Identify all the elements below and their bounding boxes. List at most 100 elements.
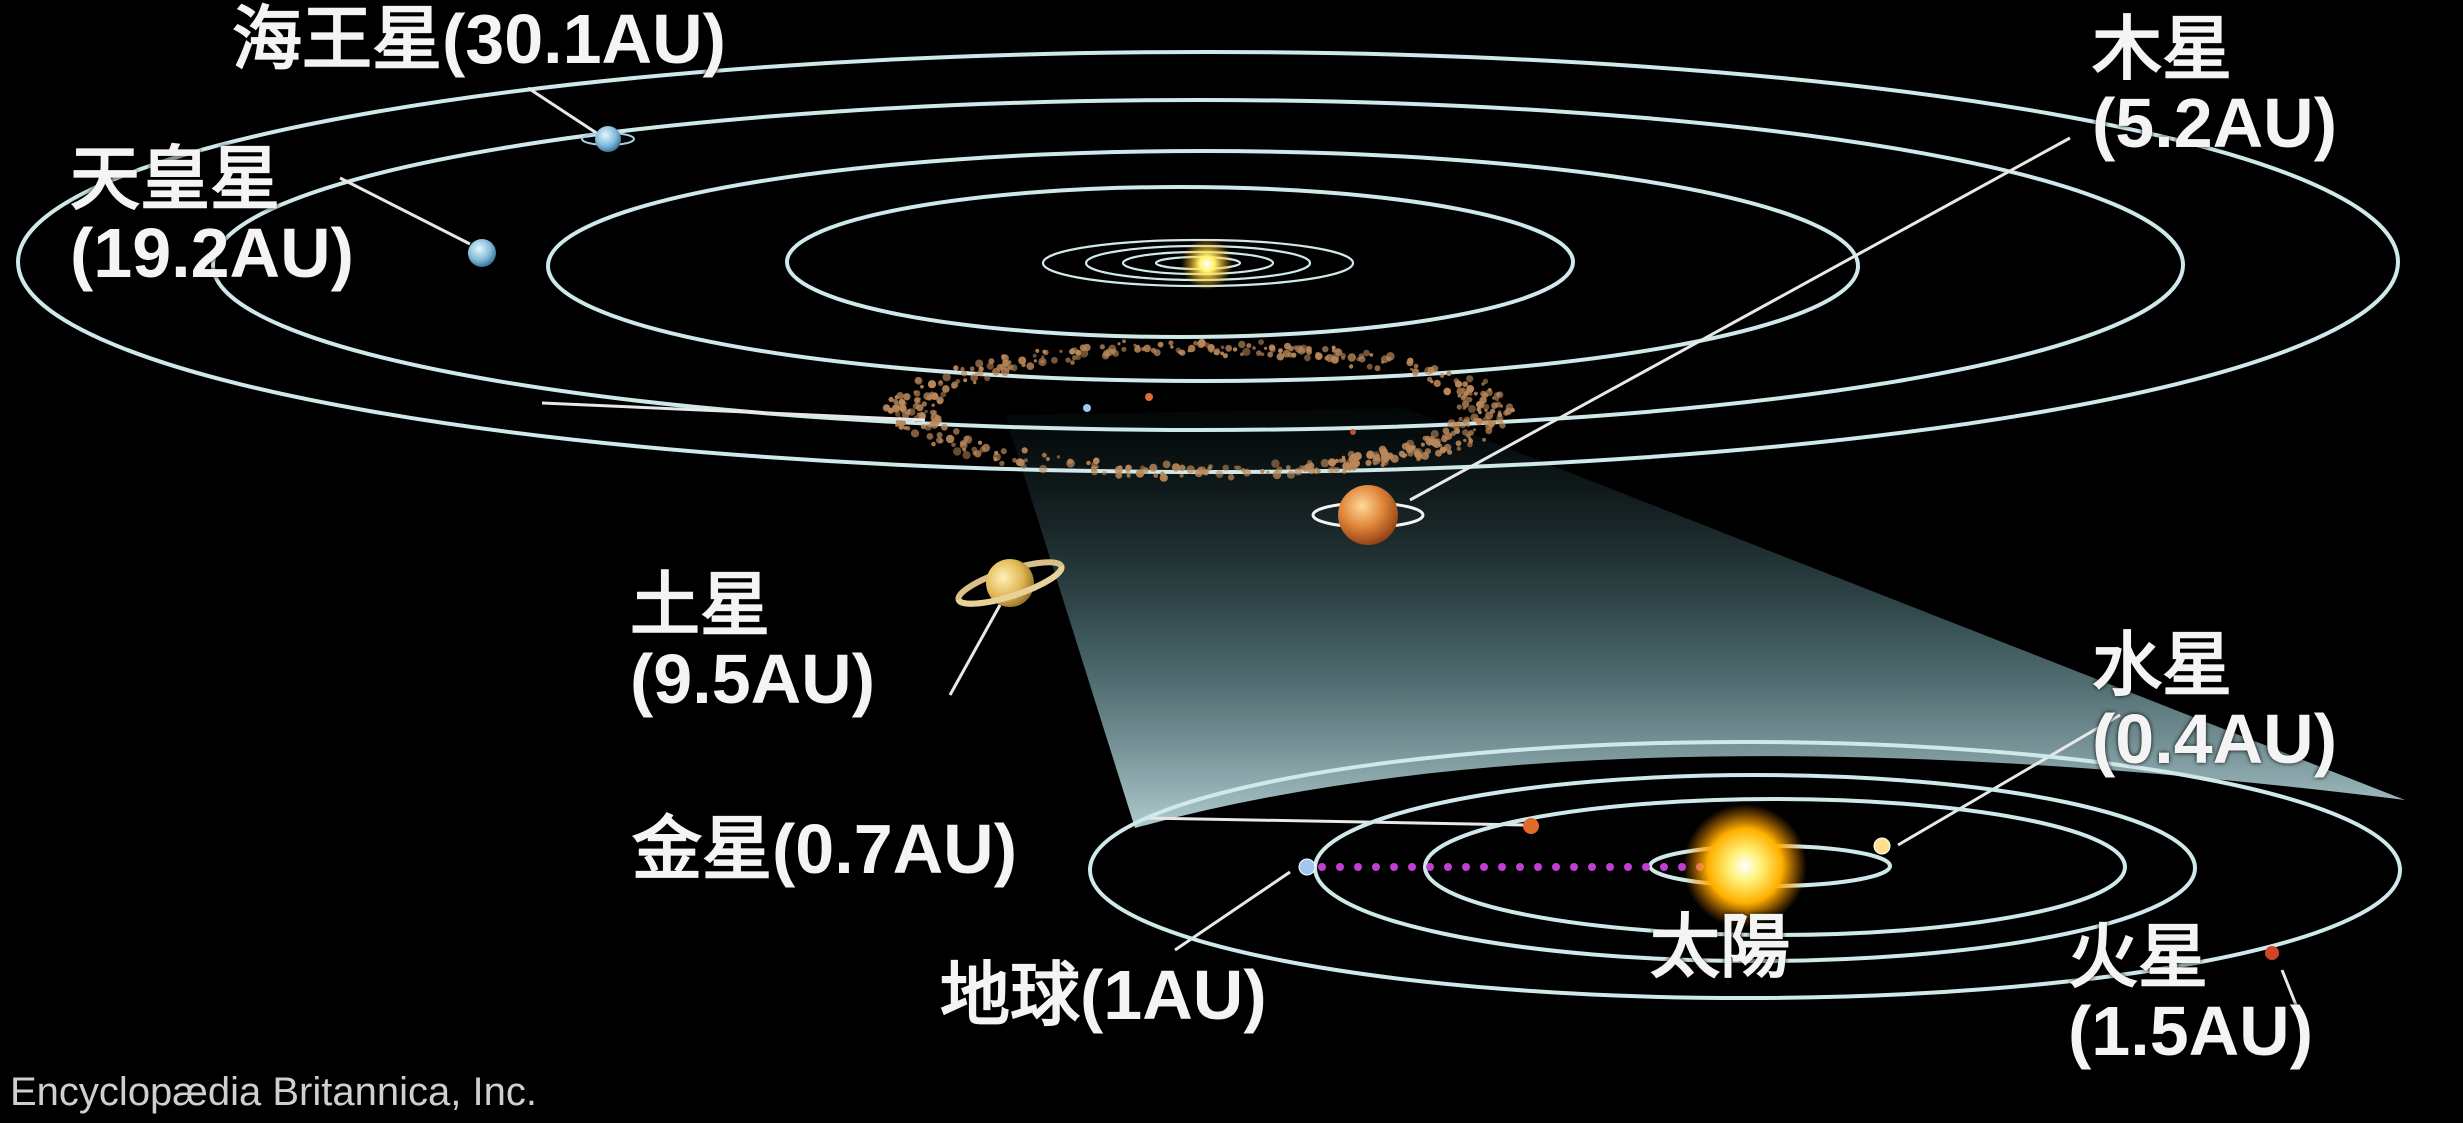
asteroid-dot: [1214, 348, 1221, 354]
asteroid-dot: [1141, 346, 1146, 352]
asteroid-dot: [899, 422, 903, 426]
asteroid-dot: [1420, 442, 1425, 447]
leader-earth: [1174, 870, 1291, 952]
asteroid-dot: [1504, 407, 1512, 416]
asteroid-dot: [1481, 382, 1485, 386]
asteroid-dot: [1242, 347, 1251, 356]
asteroid-dot: [1416, 456, 1421, 462]
label-earth: 地球(1AU): [940, 956, 1267, 1034]
asteroid-dot: [930, 409, 936, 416]
asteroid-dot: [936, 437, 943, 444]
asteroid-dot: [1170, 345, 1174, 349]
sun-icon: [1683, 804, 1807, 928]
leader-venus: [1144, 816, 1526, 827]
asteroid-dot: [1456, 404, 1462, 410]
distance-dot: [1534, 863, 1542, 871]
asteroid-dot: [962, 451, 971, 460]
asteroid-dot: [1135, 469, 1145, 478]
asteroid-dot: [1134, 345, 1142, 353]
label-mars-dist: (1.5AU): [2068, 992, 2314, 1071]
label-uranus-name: 天皇星: [70, 140, 280, 218]
label-mercury-dist: (0.4AU): [2092, 700, 2338, 779]
label-saturn-name: 土星: [630, 566, 770, 644]
asteroid-dot: [937, 380, 944, 387]
asteroid-dot: [1240, 352, 1244, 357]
asteroid-dot: [1493, 392, 1500, 398]
asteroid-dot: [1320, 458, 1330, 468]
asteroid-dot: [1435, 440, 1441, 447]
asteroid-dot: [1473, 391, 1478, 396]
orbit-venus: [1423, 797, 2127, 937]
asteroid-dot: [1322, 346, 1329, 353]
asteroid-dot: [959, 441, 968, 450]
orbit-saturn: [546, 149, 1860, 383]
asteroid-dot: [896, 392, 904, 400]
asteroid-dot: [1236, 465, 1242, 471]
orbit-jupiter: [785, 185, 1575, 339]
asteroid-dot: [1099, 344, 1105, 350]
asteroid-dot: [996, 364, 1004, 371]
asteroid-dot: [1430, 430, 1439, 438]
asteroid-dot: [1043, 349, 1049, 356]
distance-dot: [1408, 863, 1416, 871]
asteroid-dot: [1121, 346, 1127, 352]
asteroid-dot: [945, 434, 955, 444]
venus-icon: [1523, 818, 1539, 834]
asteroid-dot: [1186, 465, 1195, 474]
asteroid-dot: [914, 376, 923, 385]
asteroid-dot: [1272, 470, 1282, 480]
asteroid-dot: [888, 396, 894, 403]
asteroid-belt: [882, 338, 1515, 482]
asteroid-dot: [1207, 343, 1215, 351]
asteroid-dot: [951, 442, 956, 448]
distance-dot: [1552, 863, 1560, 871]
asteroid-dot: [905, 426, 911, 431]
asteroid-dot: [953, 447, 962, 456]
asteroid-dot: [1485, 411, 1494, 420]
asteroid-dot: [1366, 450, 1375, 459]
asteroid-dot: [1215, 470, 1224, 478]
asteroid-dot: [903, 393, 911, 401]
asteroid-dot: [1059, 349, 1063, 353]
asteroid-dot: [1075, 349, 1082, 356]
asteroid-dot: [963, 378, 968, 383]
asteroid-dot: [1266, 470, 1270, 475]
asteroid-dot: [1413, 363, 1419, 369]
asteroid-dot: [1473, 417, 1478, 423]
asteroid-dot: [1091, 468, 1098, 476]
asteroid-dot: [1038, 464, 1048, 474]
leader-neptune: [527, 86, 599, 136]
asteroid-dot: [1467, 396, 1473, 403]
asteroid-dot: [901, 411, 910, 419]
leader-asteroid: [541, 401, 926, 422]
asteroid-dot: [910, 429, 920, 438]
asteroid-dot: [1306, 349, 1312, 355]
neptune-icon: [581, 126, 635, 152]
asteroid-dot: [1495, 397, 1499, 402]
asteroid-dot: [926, 433, 934, 440]
asteroid-dot: [1207, 466, 1212, 471]
asteroid-dot: [1171, 463, 1181, 472]
asteroid-dot: [1076, 355, 1081, 360]
asteroid-dot: [1271, 459, 1280, 468]
asteroid-dot: [1035, 348, 1040, 353]
asteroid-dot: [1347, 467, 1352, 472]
asteroid-dot: [1341, 469, 1347, 474]
orbit-uranus: [211, 98, 2185, 432]
asteroid-dot: [1285, 465, 1291, 470]
asteroid-dot: [1291, 352, 1297, 358]
asteroid-dot: [1479, 396, 1487, 404]
asteroid-dot: [920, 384, 924, 389]
asteroid-dot: [1276, 352, 1285, 361]
asteroid-dot: [971, 446, 978, 453]
asteroid-dot: [1398, 450, 1405, 457]
asteroid-dot: [1365, 459, 1372, 466]
asteroid-dot: [1267, 351, 1274, 358]
asteroid-dot: [1315, 353, 1323, 361]
asteroid-dot: [1412, 371, 1418, 377]
asteroid-dot: [1482, 420, 1487, 425]
asteroid-dot: [1282, 349, 1291, 358]
asteroid-dot: [924, 409, 928, 414]
asteroid-dot: [977, 440, 983, 445]
asteroid-dot: [1045, 456, 1050, 462]
